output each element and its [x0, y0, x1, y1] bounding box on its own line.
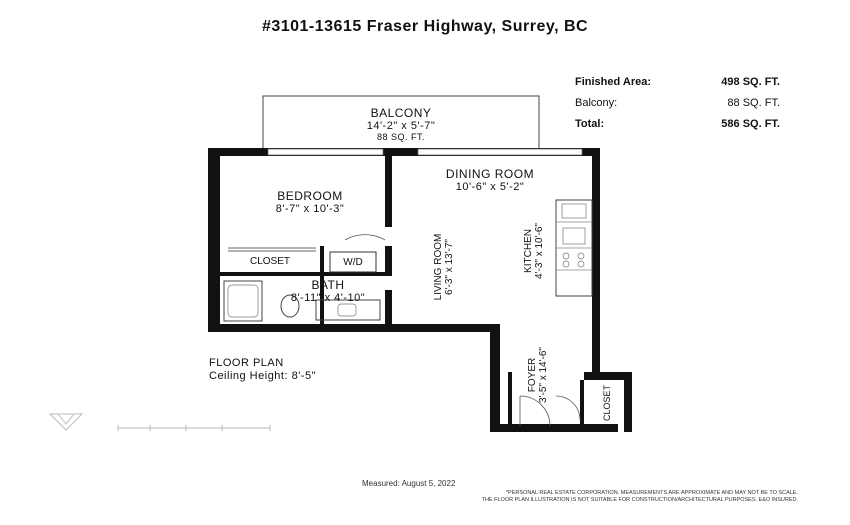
balcony-sliders: [267, 148, 583, 156]
area-summary: Finished Area: 498 SQ. FT. Balcony: 88 S…: [575, 76, 780, 139]
bedroom-label: BEDROOM 8'-7" x 10'-3": [275, 189, 345, 215]
washer-dryer-label: W/D: [343, 257, 363, 268]
summary-total: Total: 586 SQ. FT.: [575, 118, 780, 130]
listing-address-title: #3101-13615 Fraser Highway, Surrey, BC: [261, 18, 589, 35]
foyer-closet-label: CLOSET: [602, 385, 612, 422]
bedroom-closet-label: CLOSET: [249, 256, 290, 267]
kitchen-label: KITCHEN 4'-3" x 10'-6": [523, 223, 545, 279]
bath-label: BATH 8'-11" x 4'-10": [290, 278, 366, 304]
measured-date: Measured: August 5, 2022: [362, 479, 456, 488]
foyer-label: FOYER 3'-5" x 14'-6": [527, 347, 549, 403]
dining-room-label: DINING ROOM 10'-6" x 5'-2": [445, 167, 535, 193]
toilet: [280, 294, 300, 318]
scale-bar: [117, 425, 271, 431]
living-room-label: LIVING ROOM 6'-3" x 13'-7": [433, 233, 455, 301]
vanity: [315, 299, 381, 321]
washer-dryer-box: [329, 251, 377, 273]
interior-walls: [220, 155, 584, 424]
exterior-walls: [208, 148, 632, 432]
floor-plan-caption: FLOOR PLAN Ceiling Height: 8'-5": [209, 357, 316, 382]
summary-finished-area: Finished Area: 498 SQ. FT.: [575, 76, 780, 88]
summary-balcony: Balcony: 88 SQ. FT.: [575, 97, 780, 109]
balcony-label: BALCONY 14'-2" x 5'-7" 88 SQ. FT.: [366, 106, 436, 142]
compass-logo: [48, 413, 84, 431]
disclaimer: *PERSONAL REAL ESTATE CORPORATION. MEASU…: [481, 490, 798, 503]
bathtub: [223, 280, 263, 322]
